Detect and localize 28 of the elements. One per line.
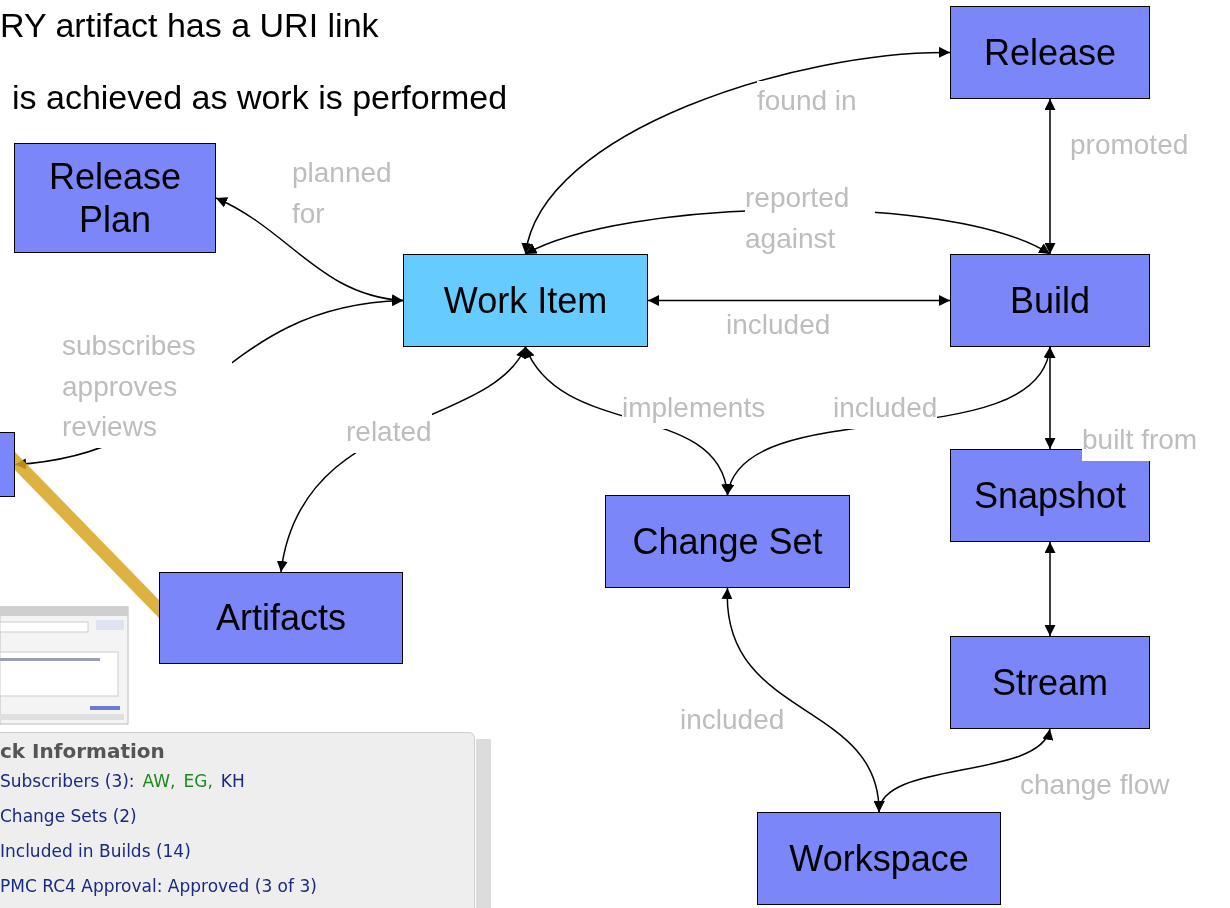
arrow (523, 47, 951, 255)
process-box: Build (950, 254, 1150, 347)
arrow (1044, 98, 1056, 255)
process-box: Release Plan (14, 143, 216, 253)
process-box: Release (950, 6, 1150, 99)
process-box: Stream (950, 636, 1150, 729)
arrow (647, 295, 951, 306)
bullet-text: is achieved as work is performed (12, 77, 508, 118)
link-text: PMC RC4 Approval: Approved (3 of 3) (0, 875, 317, 898)
link-text: Included in Builds (14) (0, 840, 192, 863)
link-text: Subscribers (3): (0, 770, 135, 793)
process-box: Workspace (757, 812, 1001, 905)
link-text: KH (220, 770, 245, 793)
edge-label: related (346, 412, 432, 453)
bullet-text: RY artifact has a URI link (0, 5, 379, 46)
link-text: Change Sets (2) (0, 805, 138, 828)
process-box: Snapshot (950, 449, 1150, 542)
arrow (1044, 541, 1056, 637)
callout-wedge (15, 452, 159, 618)
arrow (1044, 346, 1056, 450)
process-box: Work Item (403, 254, 648, 347)
arrow (876, 728, 1051, 813)
panel-heading: ck Information (0, 738, 165, 765)
link-text: AW, (142, 770, 176, 793)
process-box: Artifacts (159, 572, 403, 664)
process-box: Change Set (605, 495, 850, 588)
partial-box (0, 432, 15, 497)
link-text: EG, (183, 770, 213, 793)
